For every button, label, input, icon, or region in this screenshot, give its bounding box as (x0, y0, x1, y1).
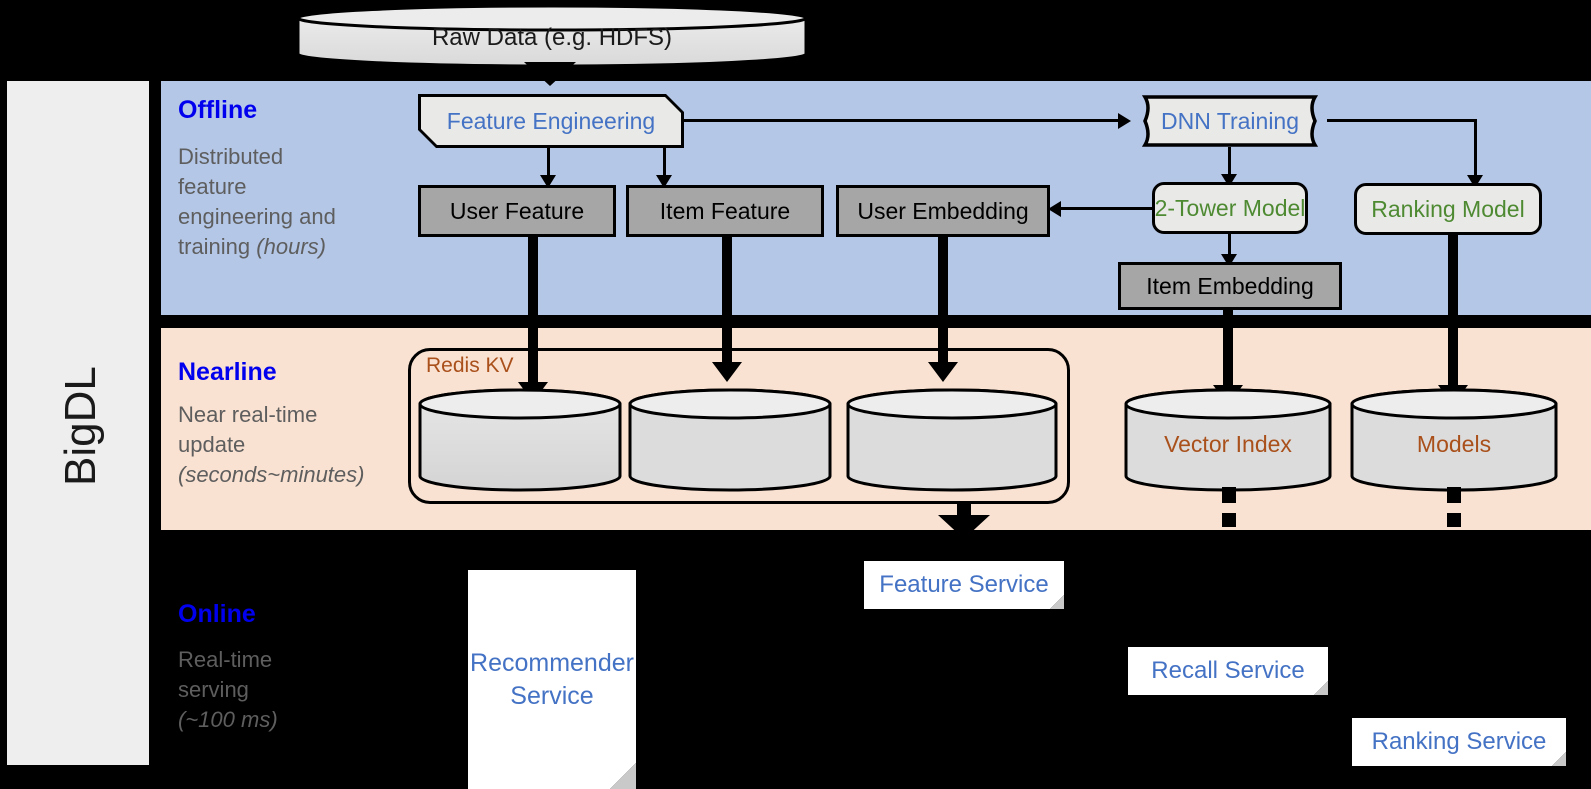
recommender-service-label: Recommender Service (470, 647, 634, 712)
stub-vectorindex-2 (1222, 513, 1236, 527)
user-feature-node[interactable]: User Feature (418, 185, 616, 237)
user-feature-label: User Feature (449, 197, 585, 224)
raw-data-cylinder: Raw Data (e.g. HDFS) (296, 4, 808, 68)
recommender-service-l1: Recommender (470, 649, 634, 677)
offline-desc-l4: training (178, 234, 257, 260)
offline-description: Distributed feature engineering and trai… (178, 142, 408, 263)
conn-fe-itemfeature (663, 148, 666, 178)
arrow-fe-userfeature (540, 175, 556, 188)
offline-desc-l2: feature (178, 174, 247, 200)
offline-desc-italic: (hours) (256, 234, 326, 260)
recall-service-node[interactable]: Recall Service (1128, 647, 1328, 695)
raw-data-label: Raw Data (e.g. HDFS) (431, 24, 673, 51)
stub-models-1 (1447, 487, 1461, 503)
nearline-title: Nearline (178, 358, 277, 386)
vector-index-label: Vector Index (1164, 431, 1292, 457)
vector-index-cylinder[interactable]: Vector Index (1124, 388, 1332, 492)
arrow-rediskv-featureservice (938, 515, 990, 539)
pipe-itemembedding-vectorindex (1223, 310, 1233, 388)
conn-dnn-ranking-h (1327, 119, 1477, 122)
dnn-training-label: DNN Training (1160, 107, 1300, 134)
item-feature-label: Item Feature (659, 197, 791, 224)
ranking-service-label: Ranking Service (1371, 728, 1547, 755)
nearline-desc-italic: (seconds~minutes) (178, 462, 365, 488)
bigdl-rail: BigDL (4, 78, 152, 768)
offline-desc-l3: engineering and (178, 204, 336, 230)
pipe-userfeature-store (528, 237, 538, 385)
user-embedding-node[interactable]: User Embedding (836, 185, 1050, 237)
ranking-model-label: Ranking Model (1371, 195, 1525, 222)
nearline-desc-l2: update (178, 432, 246, 458)
online-description: Real-time serving (~100 ms) (178, 645, 408, 735)
arrow-userembedding-store (928, 362, 958, 382)
bigdl-rail-label: BigDL (56, 366, 105, 486)
ranking-service-node[interactable]: Ranking Service (1352, 718, 1566, 766)
conn-dnn-ranking-v (1474, 119, 1477, 177)
recall-service-label: Recall Service (1151, 657, 1305, 684)
conn-twotower-userembedding (1058, 207, 1154, 210)
stub-vectorindex-1 (1222, 487, 1236, 503)
conn-twotower-itemembedding (1228, 234, 1231, 260)
user-embedding-store-cylinder[interactable] (846, 388, 1058, 492)
two-tower-model-node[interactable]: 2-Tower Model (1152, 182, 1308, 234)
feature-service-label: Feature Service (879, 571, 1049, 598)
offline-desc-l1: Distributed (178, 144, 284, 169)
item-embedding-node[interactable]: Item Embedding (1118, 262, 1342, 310)
nearline-desc-l1: Near real-time (178, 402, 318, 427)
online-desc-l2: serving (178, 677, 249, 703)
pipe-userembedding-store (938, 237, 948, 365)
feature-engineering-node[interactable]: Feature Engineering (418, 94, 684, 148)
offline-title: Offline (178, 96, 258, 124)
user-feature-store-cylinder[interactable] (418, 388, 622, 492)
two-tower-model-label: 2-Tower Model (1154, 194, 1306, 221)
dnn-training-node[interactable]: DNN Training (1133, 95, 1327, 147)
online-desc-italic: (~100 ms) (178, 707, 278, 733)
feature-engineering-label: Feature Engineering (446, 107, 656, 134)
item-feature-node[interactable]: Item Feature (626, 185, 824, 237)
nearline-description: Near real-time update (seconds~minutes) (178, 400, 408, 490)
conn-fe-userfeature (547, 148, 550, 178)
conn-dnn-twotower (1228, 147, 1231, 177)
recommender-service-l2: Service (510, 681, 594, 710)
item-feature-store-cylinder[interactable] (628, 388, 832, 492)
arrow-itemfeature-store (712, 362, 742, 382)
item-embedding-label: Item Embedding (1146, 272, 1314, 299)
models-cylinder[interactable]: Models (1350, 388, 1558, 492)
pipe-itemfeature-store (722, 237, 732, 365)
stub-models-2 (1447, 513, 1461, 527)
ranking-model-node[interactable]: Ranking Model (1354, 183, 1542, 235)
pipe-rankingmodel-models (1448, 235, 1458, 388)
user-embedding-label: User Embedding (857, 197, 1029, 224)
arrow-twotower-userembedding (1048, 201, 1061, 217)
arrow-rawdata-fe (524, 62, 576, 86)
models-label: Models (1416, 431, 1492, 457)
stub-rediskv-featureservice (957, 504, 971, 518)
feature-service-node[interactable]: Feature Service (864, 561, 1064, 609)
recommender-service-node[interactable]: Recommender Service (468, 570, 636, 789)
online-title: Online (178, 600, 256, 628)
redis-kv-container (408, 348, 1070, 504)
arrow-fe-itemfeature (656, 175, 672, 188)
conn-fe-dnn (684, 119, 1119, 122)
arrow-fe-dnn (1118, 113, 1131, 129)
redis-kv-label: Redis KV (426, 354, 514, 377)
online-desc-l1: Real-time (178, 647, 273, 672)
